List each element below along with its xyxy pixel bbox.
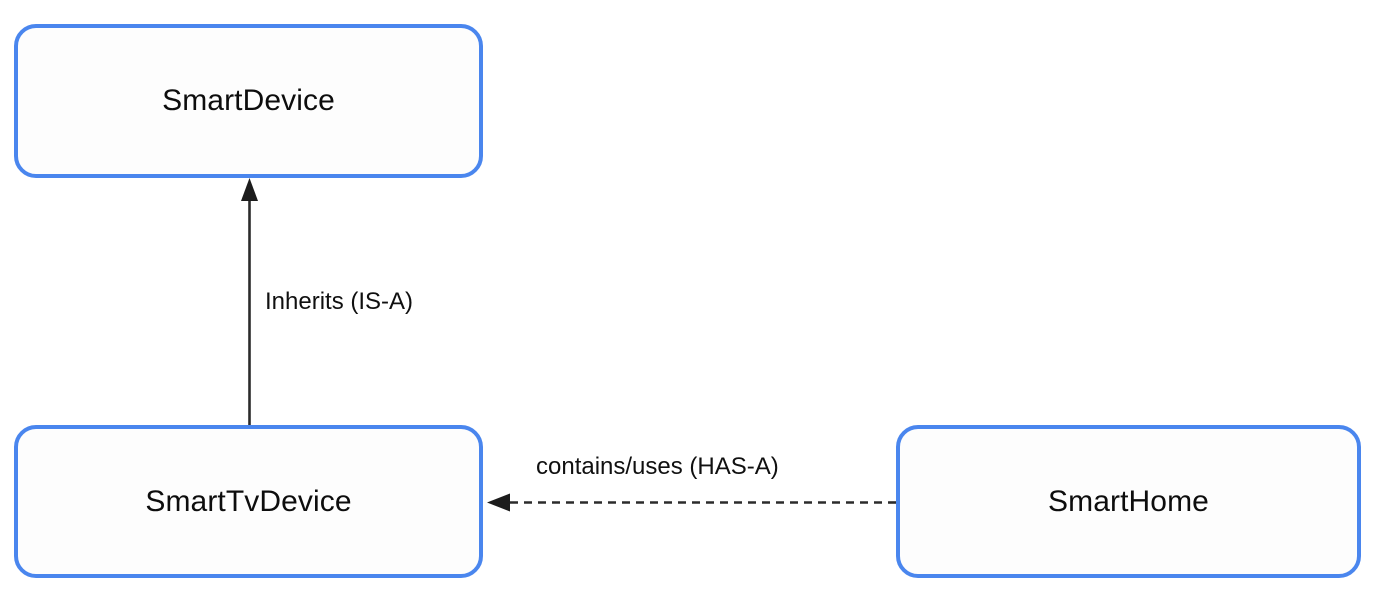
edge-inherits-arrowhead <box>241 178 258 201</box>
class-node-smarthome[interactable]: SmartHome <box>896 425 1361 578</box>
edge-label-contains: contains/uses (HAS-A) <box>536 453 779 480</box>
class-node-smartdevice-label: SmartDevice <box>162 84 335 117</box>
class-node-smarttvdevice[interactable]: SmartTvDevice <box>14 425 483 578</box>
class-node-smarttvdevice-label: SmartTvDevice <box>145 484 352 518</box>
class-node-smartdevice[interactable]: SmartDevice <box>14 24 483 178</box>
edge-inherits <box>241 178 258 425</box>
edge-label-inherits: Inherits (IS-A) <box>265 288 414 315</box>
class-node-smarthome-label: SmartHome <box>1048 484 1209 518</box>
edge-contains <box>487 493 896 512</box>
edge-contains-arrowhead <box>487 493 510 512</box>
